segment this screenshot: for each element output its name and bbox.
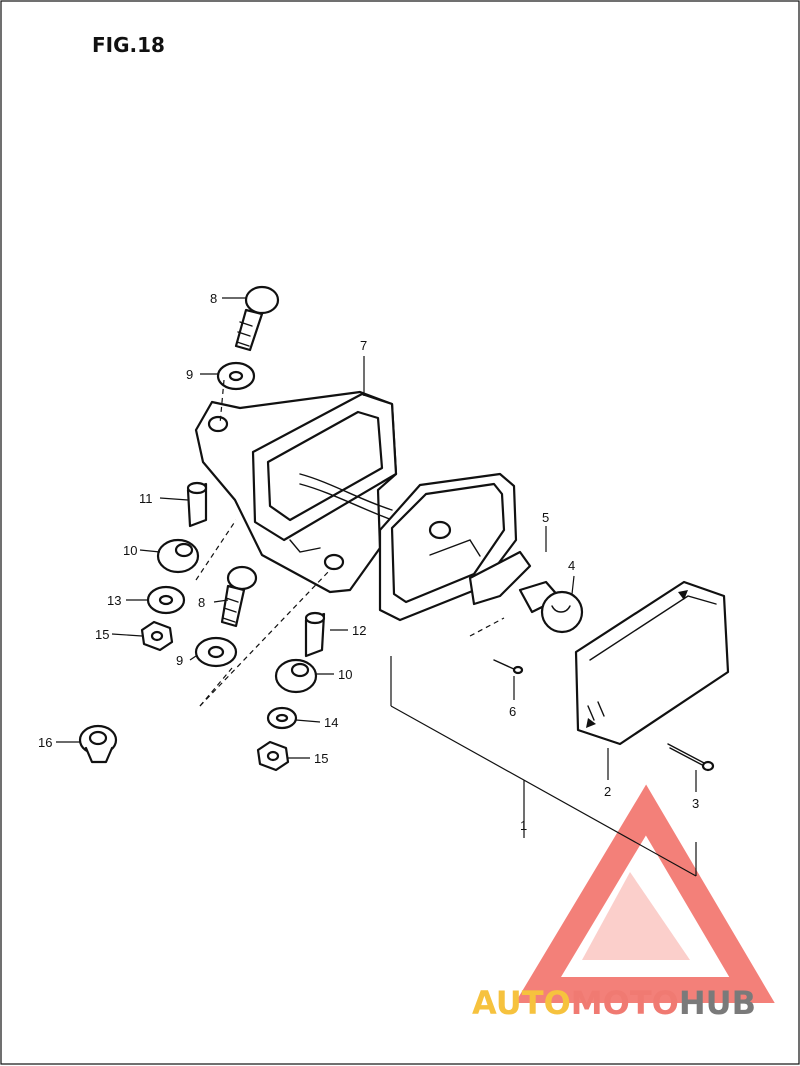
part-8-bolt-top xyxy=(234,285,280,352)
part-9-washer-top xyxy=(216,361,256,391)
callout-7: 7 xyxy=(360,338,367,353)
watermark-logo xyxy=(515,784,775,1003)
callout-8: 8 xyxy=(210,291,217,306)
callout-5: 5 xyxy=(542,510,549,525)
part-11-spacer xyxy=(186,481,208,528)
part-8-bolt-lower xyxy=(220,565,258,628)
part-4-bulb xyxy=(518,580,584,634)
part-3-screw xyxy=(667,743,715,772)
callout-12: 12 xyxy=(352,623,366,638)
callout-13: 13 xyxy=(107,593,121,608)
part-7-housing xyxy=(194,390,398,594)
callout-6: 6 xyxy=(509,704,516,719)
part-10-grommet-left xyxy=(156,538,200,574)
part-9-washer-lower xyxy=(194,636,238,668)
callout-16: 16 xyxy=(38,735,52,750)
callout-10-right: 10 xyxy=(338,667,352,682)
callout-15: 15 xyxy=(95,627,109,642)
watermark-triangle xyxy=(515,784,775,1003)
callout-9: 9 xyxy=(186,367,193,382)
leader-lines xyxy=(56,297,697,792)
callout-4: 4 xyxy=(568,558,575,573)
callout-14: 14 xyxy=(324,715,338,730)
callout-3: 3 xyxy=(692,796,699,811)
watermark-inner xyxy=(582,872,690,960)
callout-11: 11 xyxy=(139,491,153,506)
callout-10: 10 xyxy=(123,543,137,558)
callout-1: 1 xyxy=(520,818,527,833)
assembly-guides xyxy=(195,379,505,707)
part-12-spacer xyxy=(304,611,326,658)
part-15-nut-left xyxy=(140,620,174,652)
part-13-washer xyxy=(146,585,186,615)
watermark-text: AUTOMOTOHUB xyxy=(472,984,756,1022)
part-10-grommet-right xyxy=(274,658,318,694)
callouts: 8 9 7 11 10 13 15 8 9 12 10 14 15 16 5 4… xyxy=(38,291,699,833)
callout-9-lower: 9 xyxy=(176,653,183,668)
assembly-bracket xyxy=(390,656,697,877)
callout-8-lower: 8 xyxy=(198,595,205,610)
callout-15-right: 15 xyxy=(314,751,328,766)
part-16-grommet xyxy=(78,724,118,764)
part-6-screw xyxy=(493,659,524,675)
callout-2: 2 xyxy=(604,784,611,799)
part-15-nut-right xyxy=(256,740,290,772)
part-14-washer xyxy=(266,706,298,730)
part-5-socket-housing xyxy=(378,472,532,622)
figure-title: FIG.18 xyxy=(92,33,165,57)
part-2-lens xyxy=(574,580,730,746)
